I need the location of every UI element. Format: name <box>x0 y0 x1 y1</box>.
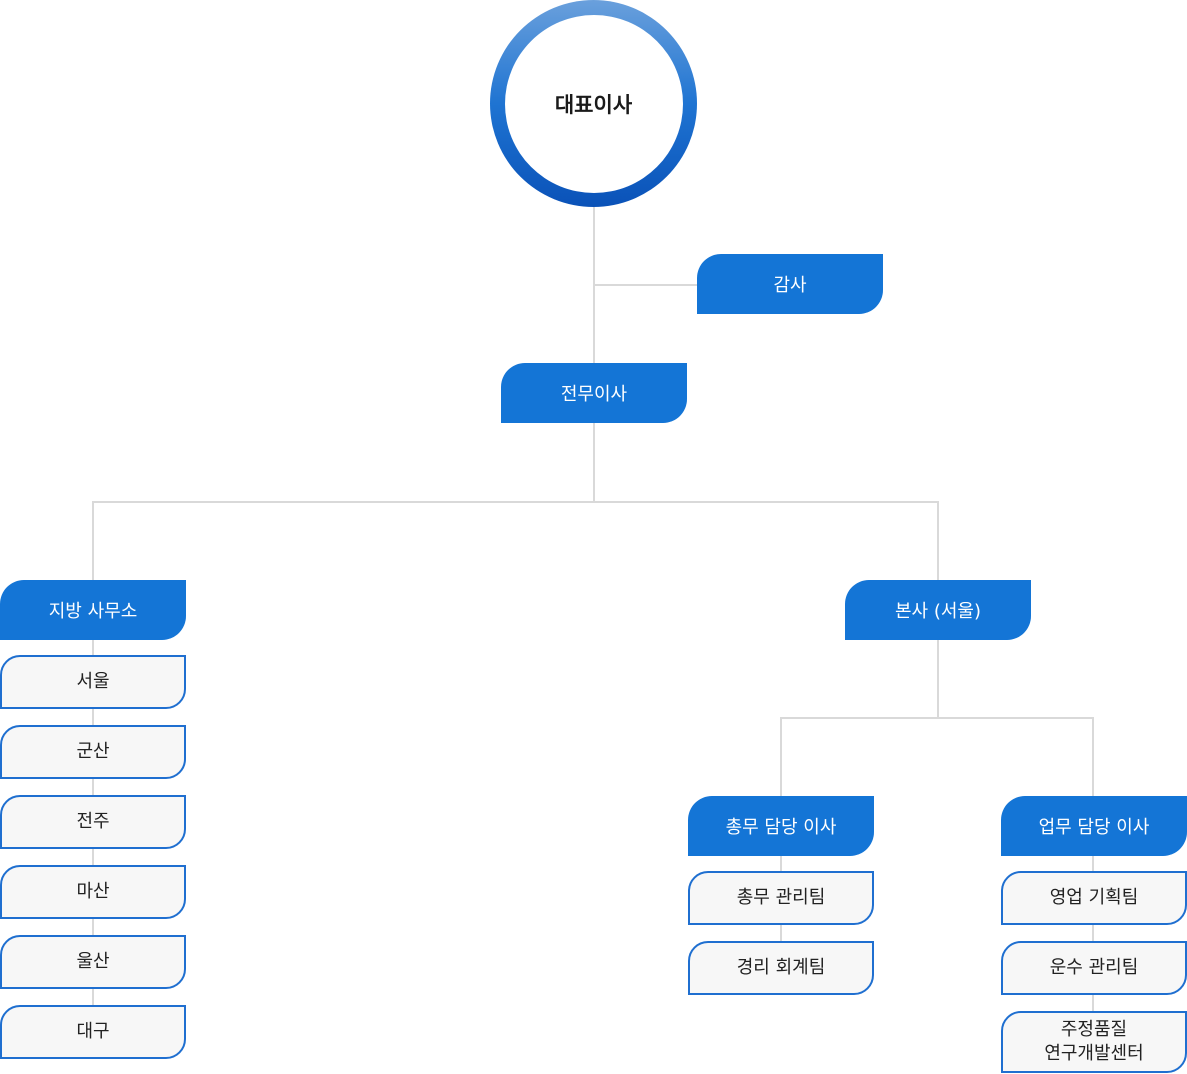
rnd-center: 주정품질 연구개발센터 <box>1001 1011 1187 1073</box>
team-general-management: 총무 관리팀 <box>688 871 874 925</box>
rnd-center-line1: 주정품질 <box>1060 1019 1128 1040</box>
office-seoul: 서울 <box>0 655 186 709</box>
connector-general-down <box>780 717 782 797</box>
audit-node: 감사 <box>697 254 883 314</box>
connector-branch-horizontal <box>92 501 939 503</box>
connector-audit <box>594 284 698 286</box>
connector-business-teams <box>1092 854 1094 1024</box>
ceo-label: 대표이사 <box>504 14 683 193</box>
connector-hq-sub <box>937 638 939 719</box>
headquarters-node: 본사 (서울) <box>845 580 1031 640</box>
executive-director-node: 전무이사 <box>501 363 687 423</box>
office-daegu: 대구 <box>0 1005 186 1059</box>
ceo-node: 대표이사 <box>490 0 697 207</box>
team-accounting: 경리 회계팀 <box>688 941 874 995</box>
connector-hq-down <box>937 501 939 581</box>
connector-directors-horizontal <box>780 717 1094 719</box>
team-sales-planning: 영업 기획팀 <box>1001 871 1187 925</box>
office-ulsan: 울산 <box>0 935 186 989</box>
office-gunsan: 군산 <box>0 725 186 779</box>
business-director-node: 업무 담당 이사 <box>1001 796 1187 856</box>
regional-office-node: 지방 사무소 <box>0 580 186 640</box>
team-transport-management: 운수 관리팀 <box>1001 941 1187 995</box>
connector-business-down <box>1092 717 1094 797</box>
office-masan: 마산 <box>0 865 186 919</box>
connector-regional-down <box>92 501 94 581</box>
office-jeonju: 전주 <box>0 795 186 849</box>
connector-executive-down <box>593 421 595 503</box>
general-director-node: 총무 담당 이사 <box>688 796 874 856</box>
rnd-center-line2: 연구개발센터 <box>1044 1043 1144 1064</box>
